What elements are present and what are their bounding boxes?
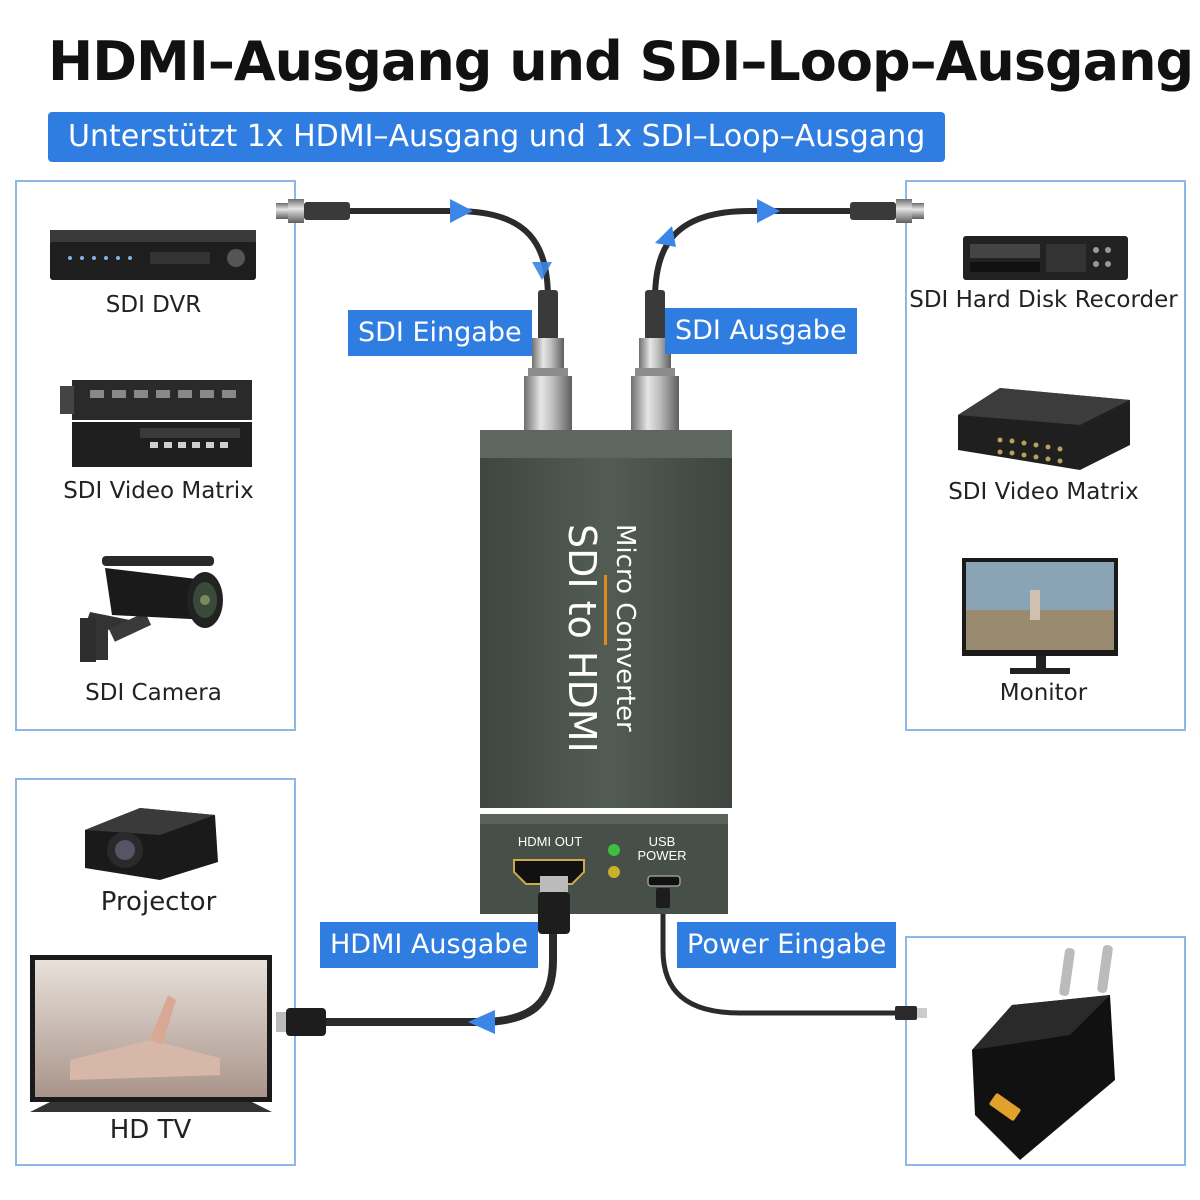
- camera-icon: [80, 556, 223, 662]
- label-sdi-video-matrix-right: SDI Video Matrix: [948, 479, 1139, 505]
- usb-plug: [656, 888, 670, 908]
- label-monitor: Monitor: [999, 680, 1088, 706]
- label-projector: Projector: [100, 887, 217, 917]
- led-yellow: [608, 866, 620, 878]
- projector-icon: [85, 808, 218, 880]
- usb-plug-charger: [895, 1006, 927, 1020]
- arrow-sdi-out-up: [655, 226, 676, 247]
- bnc-plug-right: [850, 199, 924, 223]
- label-hd-tv: HD TV: [109, 1115, 192, 1145]
- usb-port-label-1: USB: [648, 834, 676, 849]
- charger-icon: [972, 945, 1115, 1160]
- arrow-hdmi: [468, 1010, 495, 1034]
- usb-port-label-2: POWER: [637, 848, 687, 863]
- hdmi-port-label: HDMI OUT: [517, 834, 583, 849]
- tv-icon: [30, 955, 272, 1112]
- tag-power-in: Power Eingabe: [677, 922, 897, 968]
- tag-sdi-out: SDI Ausgabe: [665, 308, 857, 354]
- label-sdi-video-matrix-left: SDI Video Matrix: [63, 478, 254, 504]
- arrow-sdi-in: [450, 199, 473, 223]
- device-line2: SDI to HDMI: [560, 524, 604, 753]
- video-matrix-icon-left: [60, 380, 252, 467]
- hdmi-plug: [538, 876, 570, 934]
- hdmi-plug-tv: [276, 1008, 326, 1036]
- subtitle-banner: Unterstützt 1x HDMI–Ausgang und 1x SDI–L…: [48, 112, 946, 162]
- sdi-out-cable: [652, 208, 905, 301]
- label-sdi-dvr: SDI DVR: [105, 292, 202, 318]
- tag-hdmi-out: HDMI Ausgabe: [320, 922, 539, 968]
- arrow-sdi-in-down: [532, 262, 552, 280]
- bnc-connector-out: [631, 290, 679, 432]
- usb-cable: [660, 905, 895, 1016]
- bnc-plug-left: [276, 199, 350, 223]
- led-green: [608, 844, 620, 856]
- device-line1: Micro Converter: [610, 524, 640, 732]
- dvr-icon: [50, 230, 256, 280]
- arrow-sdi-out: [757, 199, 780, 223]
- label-sdi-camera: SDI Camera: [85, 680, 222, 706]
- recorder-icon: [963, 236, 1128, 280]
- video-matrix-icon-right: [958, 388, 1130, 470]
- page-title: HDMI–Ausgang und SDI–Loop–Ausgang: [48, 30, 1194, 93]
- monitor-icon: [962, 558, 1118, 674]
- sdi-in-cable: [300, 208, 551, 301]
- tag-sdi-in: SDI Eingabe: [348, 310, 532, 356]
- label-sdi-hard-disk-recorder: SDI Hard Disk Recorder: [909, 287, 1178, 313]
- usb-port: [647, 875, 681, 887]
- bnc-connector-in: [524, 290, 572, 432]
